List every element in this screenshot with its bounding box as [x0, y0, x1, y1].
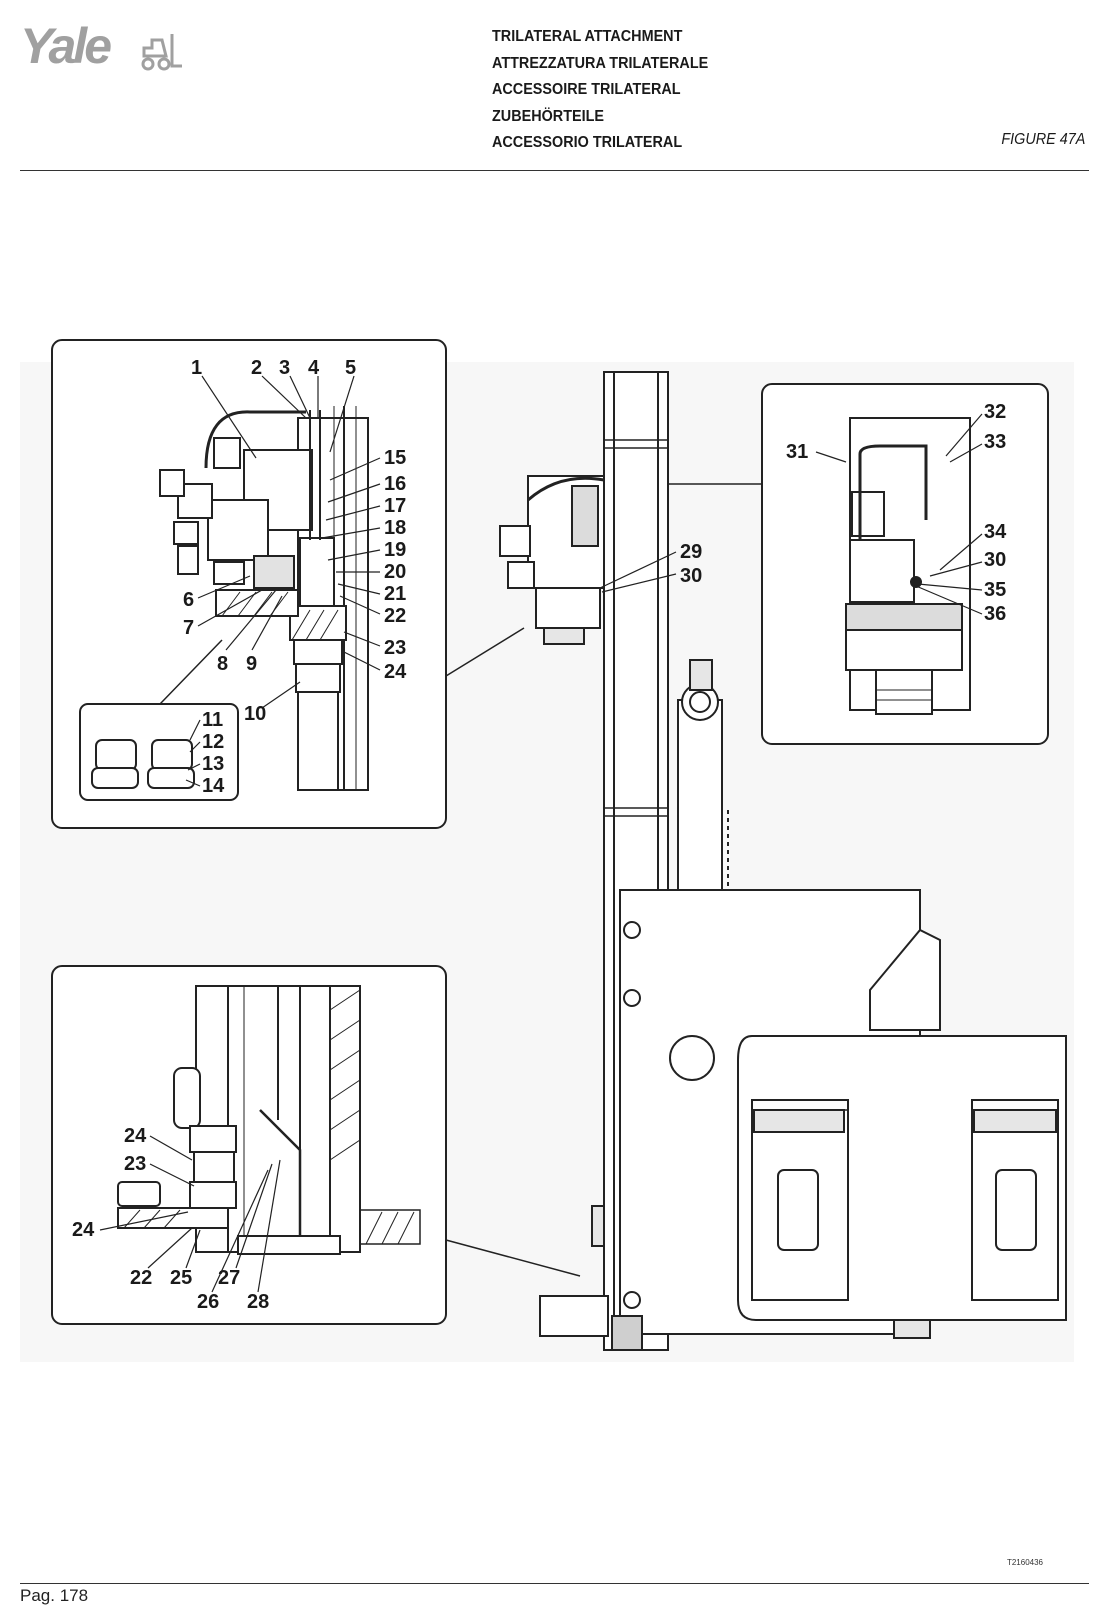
- callout: 8: [217, 653, 228, 675]
- callouts-main: 29 30: [680, 541, 702, 587]
- callout: 16: [384, 473, 406, 495]
- footer-divider: [20, 1583, 1089, 1584]
- header-titles: TRILATERAL ATTACHMENT ATTREZZATURA TRILA…: [492, 24, 732, 157]
- callout: 32: [984, 401, 1006, 423]
- callout: 24: [72, 1219, 95, 1241]
- leaders-main: [599, 551, 677, 593]
- callout: 25: [170, 1267, 192, 1289]
- title-en: TRILATERAL ATTACHMENT: [492, 28, 683, 45]
- callouts-rollers: 11 12 13 14: [202, 709, 225, 797]
- callout: 9: [246, 653, 257, 675]
- callout: 35: [984, 579, 1006, 601]
- callouts-top-left: 1 2 3 4 5 6 7 8 9 10 15 16 17 18 19 20 2…: [183, 357, 407, 725]
- callout: 19: [384, 539, 406, 561]
- callout: 27: [218, 1267, 240, 1289]
- callout: 4: [308, 357, 320, 379]
- callout: 11: [202, 709, 223, 731]
- callout: 5: [345, 357, 356, 379]
- callout: 13: [202, 753, 224, 775]
- main-machine-view: [499, 371, 1067, 1351]
- callout: 28: [247, 1291, 269, 1313]
- callout: 21: [384, 583, 406, 605]
- title-fr: ACCESSOIRE TRILATERAL: [492, 81, 681, 98]
- callout: 36: [984, 603, 1006, 625]
- callout: 22: [130, 1267, 152, 1289]
- callout: 29: [680, 541, 702, 563]
- figure-label: FIGURE 47A: [1000, 131, 1085, 148]
- detail-bottom-left: [51, 965, 581, 1325]
- callout: 18: [384, 517, 406, 539]
- callouts-bottom-left: 24 23 24 22 25 26 27 28: [72, 1125, 269, 1313]
- callout: 24: [384, 661, 407, 683]
- title-it: ATTREZZATURA TRILATERALE: [492, 54, 709, 72]
- callout: 20: [384, 561, 406, 583]
- logo-text: Yale: [20, 18, 112, 74]
- callout: 15: [384, 447, 406, 469]
- callout: 26: [197, 1291, 219, 1313]
- forklift-icon: [141, 34, 182, 71]
- callouts-top-right: 31 32 33 34 30 35 36: [786, 401, 1007, 625]
- page-number: Pag. 178: [20, 1586, 89, 1605]
- callout: 14: [202, 775, 225, 797]
- callout: 10: [244, 703, 266, 725]
- leaders-bottom-left: [99, 1135, 281, 1293]
- callout: 12: [202, 731, 224, 753]
- drawing-code: T2160436: [1006, 1558, 1043, 1567]
- callout: 7: [183, 617, 194, 639]
- callout: 31: [786, 441, 808, 463]
- callout: 17: [384, 495, 406, 517]
- title-es: ACCESSORIO TRILATERAL: [492, 134, 683, 151]
- callout: 30: [680, 565, 702, 587]
- header-divider: [20, 170, 1089, 171]
- callout: 2: [251, 357, 262, 379]
- yale-logo: Yale: [20, 18, 182, 76]
- callout: 33: [984, 431, 1006, 453]
- callout: 22: [384, 605, 406, 627]
- callout: 34: [984, 521, 1007, 543]
- callout: 23: [124, 1153, 146, 1175]
- leaders-top-right: [815, 413, 983, 615]
- callout: 1: [191, 357, 202, 379]
- leaders-top-left: [185, 375, 381, 787]
- title-de: ZUBEHÖRTEILE: [492, 107, 605, 125]
- callout: 23: [384, 637, 406, 659]
- callout: 3: [279, 357, 290, 379]
- callout: 24: [124, 1125, 147, 1147]
- detail-top-right: [668, 383, 1049, 745]
- callout: 6: [183, 589, 194, 611]
- callout: 30: [984, 549, 1006, 571]
